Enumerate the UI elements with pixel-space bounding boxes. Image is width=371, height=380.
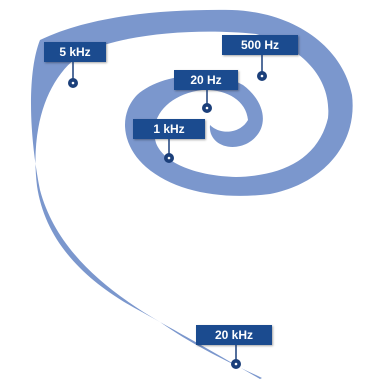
marker-label-20khz: 20 kHz [196,325,272,345]
marker-label-20hz: 20 Hz [174,70,238,90]
marker-label-5khz: 5 kHz [44,42,106,62]
marker-label-500hz: 500 Hz [222,35,298,55]
marker-label-1khz: 1 kHz [133,119,205,139]
